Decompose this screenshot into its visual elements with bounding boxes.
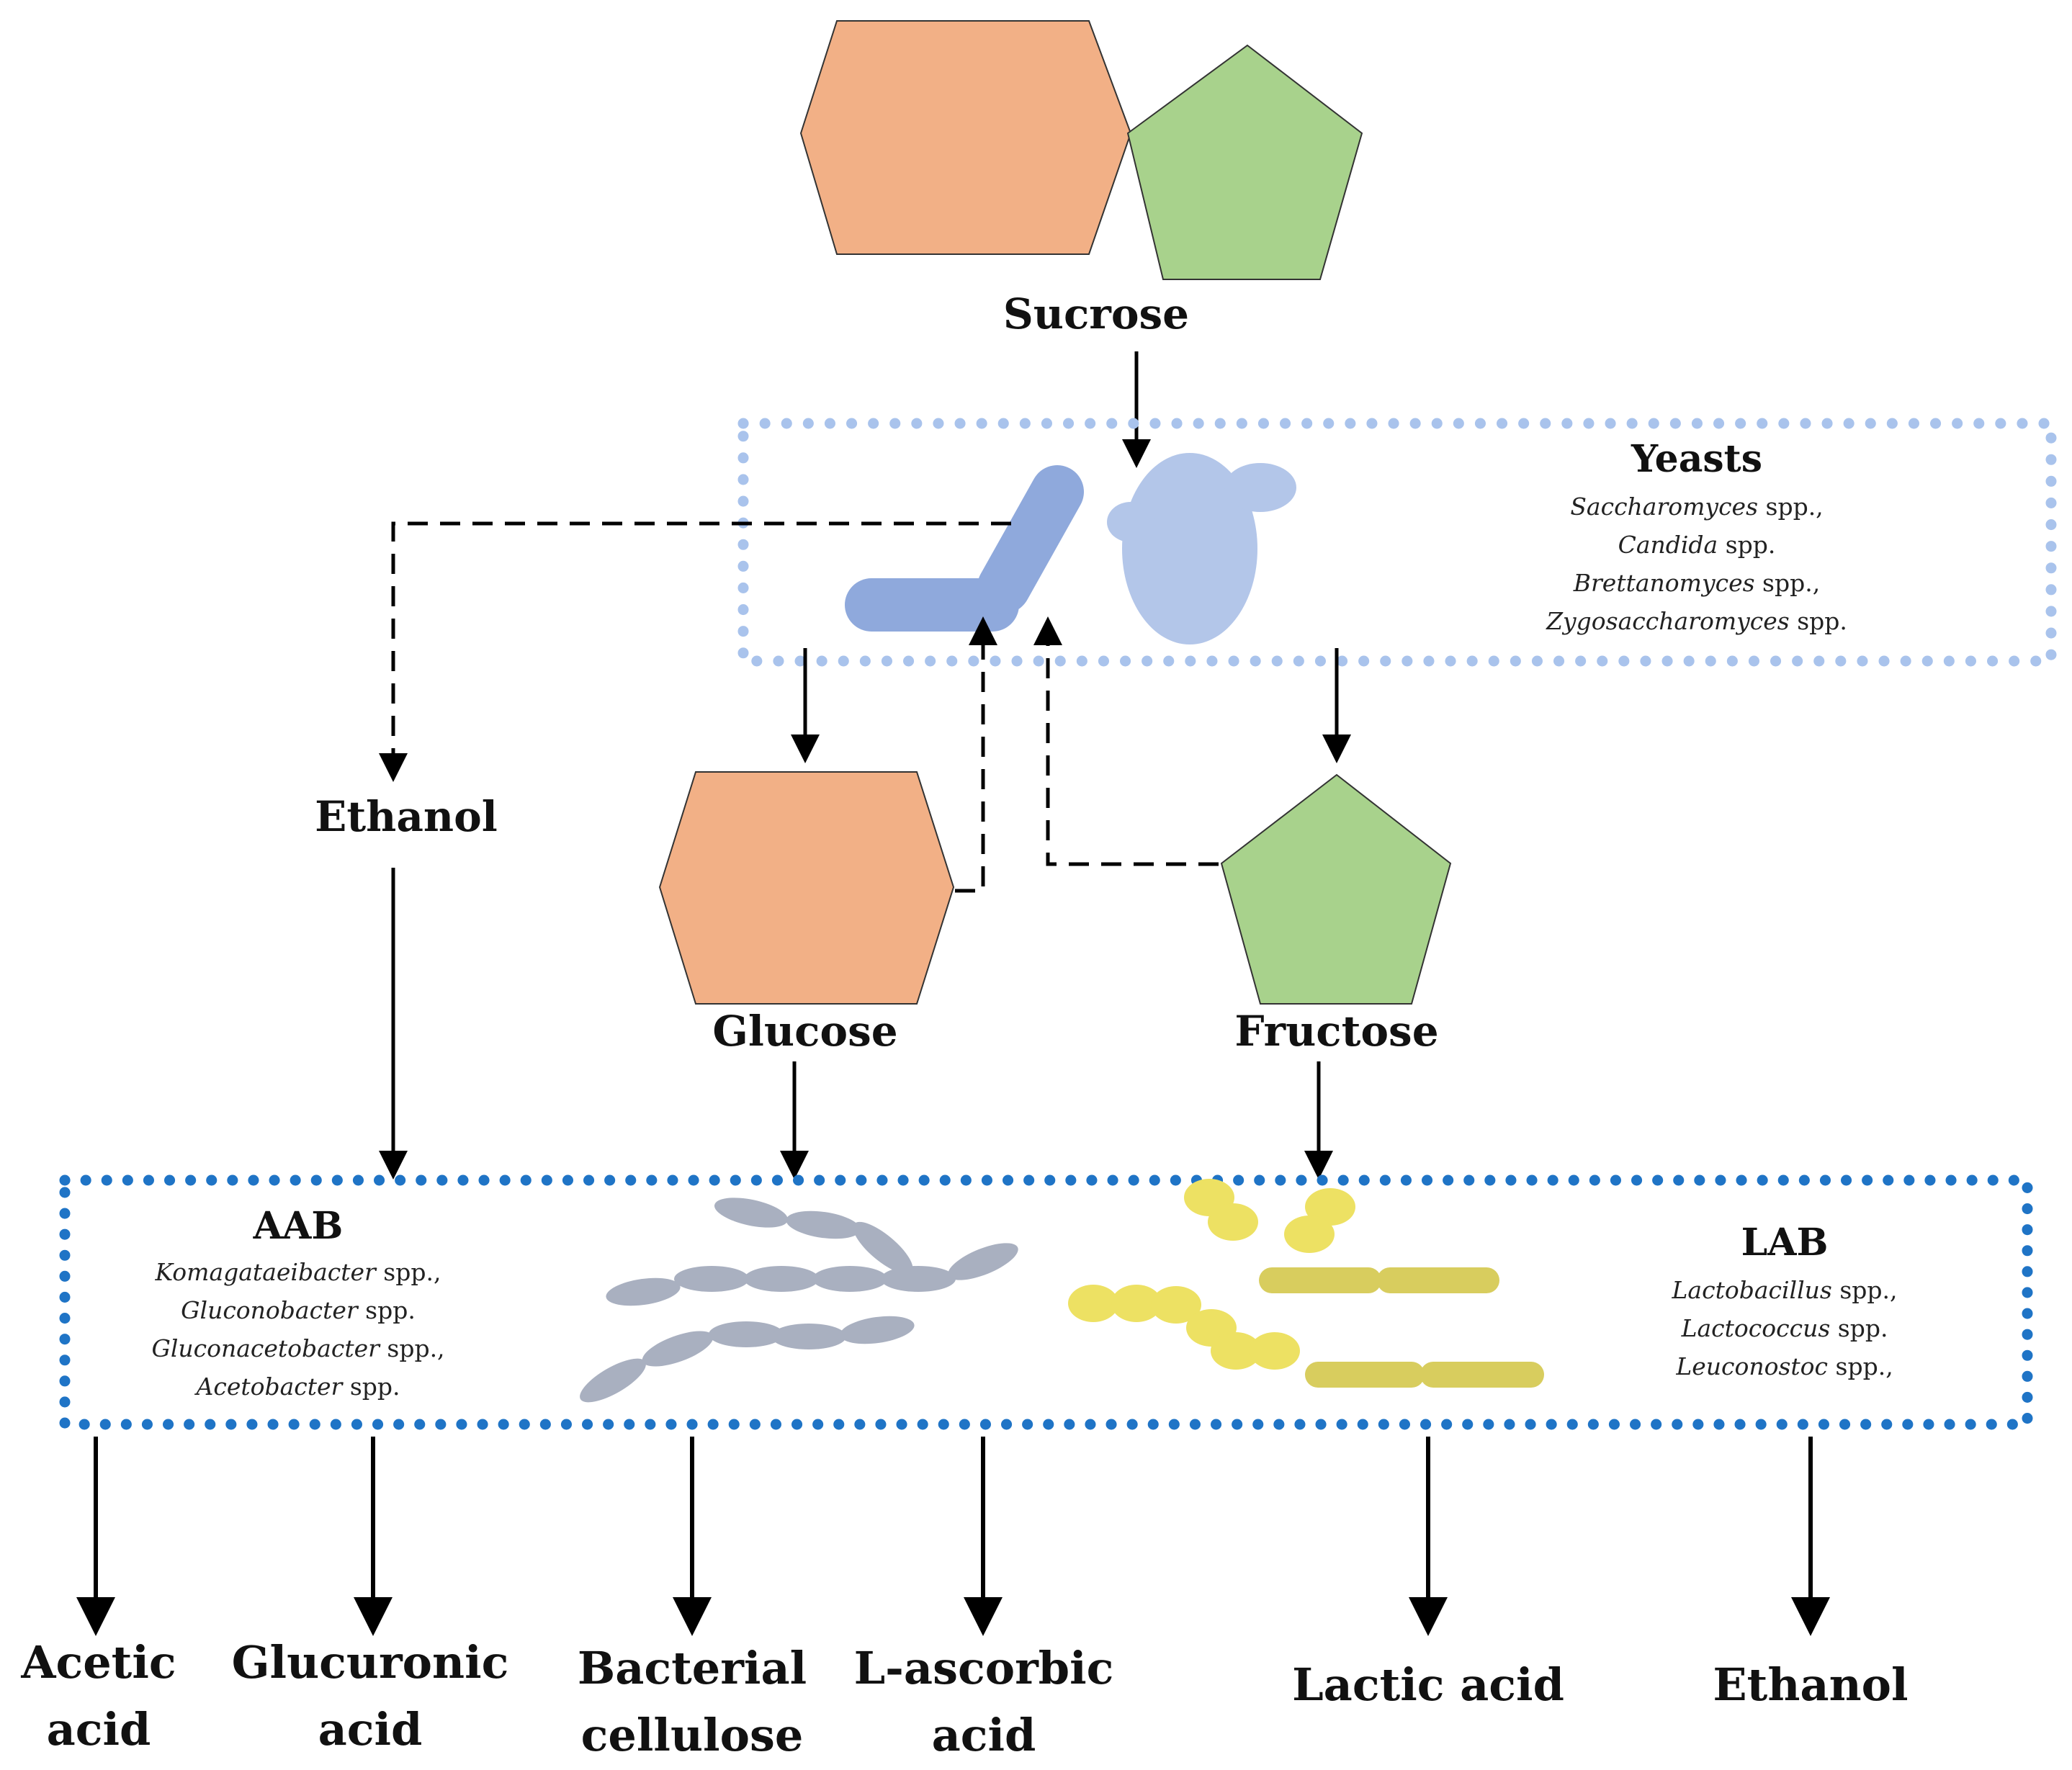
aab-cell (642, 1331, 714, 1367)
lab-rods (1259, 1267, 1544, 1388)
lab-coccus (1111, 1285, 1162, 1322)
aab-species-suffix: spp., (380, 1334, 445, 1362)
yeast-rod-cells (845, 465, 1084, 632)
yeast-species-suffix: spp., (1755, 569, 1821, 597)
aab-cell (771, 1324, 846, 1349)
yeast-species-4: Zygosaccharomyces spp. (1546, 607, 1847, 635)
lactic-acid-label: Lactic acid (1292, 1658, 1564, 1711)
aab-species-1: Komagataeibacter spp., (155, 1258, 441, 1286)
yeast-species-3: Brettanomyces spp., (1573, 569, 1820, 597)
yeast-species-genus: Brettanomyces (1573, 569, 1755, 597)
aab-cell (948, 1243, 1018, 1280)
aab-species-genus: Acetobacter (194, 1373, 344, 1401)
yeast-to-ethanol-dashed-arrow (379, 521, 1011, 782)
fructose-pentagon (1220, 773, 1452, 1005)
yeast-species-suffix: spp. (1790, 607, 1847, 635)
aab-species-suffix: spp., (376, 1258, 441, 1286)
yeast-bud-left (1107, 502, 1154, 542)
aab-bacteria-cells (580, 1198, 1018, 1403)
l-ascorbic-acid-label-line2: acid (932, 1709, 1036, 1761)
lab-species-1: Lactobacillus spp., (1672, 1276, 1898, 1304)
acetic-acid-label-line2: acid (47, 1703, 151, 1756)
l-ascorbic-acid-label-line1: L-ascorbic (854, 1642, 1114, 1694)
bacterial-cellulose-label-line1: Bacterial (578, 1642, 807, 1694)
yeasts-title: Yeasts (1631, 437, 1762, 481)
aab-cell (744, 1266, 819, 1292)
bacteria-box (59, 1174, 2033, 1430)
lab-species-suffix: spp., (1828, 1352, 1893, 1380)
lab-coccus (1250, 1332, 1300, 1370)
aab-cell (853, 1221, 913, 1275)
aab-cell (674, 1266, 749, 1292)
aab-cell (709, 1321, 784, 1347)
lab-species-genus: Lactococcus (1681, 1314, 1831, 1342)
yeast-species-suffix: spp., (1758, 493, 1824, 521)
glucose-label: Glucose (712, 1007, 897, 1056)
lab-coccus (1305, 1188, 1355, 1226)
yeast-box (737, 418, 2057, 667)
sucrose-label: Sucrose (1003, 289, 1189, 338)
glucuronic-acid-label-line2: acid (318, 1703, 423, 1756)
aab-species-suffix: spp. (358, 1296, 416, 1324)
aab-species-4: Acetobacter spp. (194, 1373, 400, 1401)
lab-species-genus: Lactobacillus (1672, 1276, 1832, 1304)
yeast-rod-diagonal (977, 465, 1084, 614)
aab-species-3: Gluconacetobacter spp., (151, 1334, 444, 1362)
lab-coccus (1284, 1216, 1335, 1253)
lab-species-suffix: spp., (1832, 1276, 1898, 1304)
lab-species-3: Leuconostoc spp., (1675, 1352, 1893, 1380)
aab-cell (580, 1358, 646, 1403)
yeast-bud-right (1224, 463, 1296, 512)
yeast-species-2: Candida spp. (1618, 531, 1776, 559)
aab-species-genus: Komagataeibacter (155, 1258, 377, 1286)
glucuronic-acid-label-line1: Glucuronic (232, 1636, 509, 1689)
lab-species-genus: Leuconostoc (1675, 1352, 1828, 1380)
fructose-to-yeast-dashed-arrow (1033, 616, 1219, 866)
aab-species-genus: Gluconobacter (181, 1296, 359, 1324)
yeast-species-1: Saccharomyces spp., (1570, 493, 1823, 521)
lab-title: LAB (1741, 1221, 1829, 1264)
sucrose-glucose-hexagon (799, 20, 1132, 255)
ethanol-intermediate-label: Ethanol (315, 792, 498, 841)
lab-species-2: Lactococcus spp. (1681, 1314, 1888, 1342)
acetic-acid-label-line1: Acetic (20, 1636, 176, 1689)
ethanol-product-label: Ethanol (1713, 1658, 1908, 1711)
aab-legend: AAB Komagataeibacter spp., Gluconobacter … (151, 1204, 444, 1401)
glucose-to-yeast-dashed-arrow (955, 616, 997, 893)
aab-species-genus: Gluconacetobacter (151, 1334, 381, 1362)
yeast-species-genus: Zygosaccharomyces (1546, 607, 1790, 635)
aab-title: AAB (253, 1204, 344, 1248)
aab-cell (714, 1198, 789, 1228)
yeasts-legend: Yeasts Saccharomyces spp., Candida spp. Br… (1546, 437, 1847, 635)
yeast-species-genus: Candida (1618, 531, 1718, 559)
aab-cell (606, 1277, 681, 1306)
lab-coccus (1211, 1332, 1261, 1370)
aab-cell (786, 1210, 861, 1239)
lab-cocci (1068, 1179, 1355, 1370)
yeast-budding-cell (1107, 453, 1296, 644)
aab-species-suffix: spp. (342, 1373, 400, 1401)
lab-legend: LAB Lactobacillus spp.,Lactococcus spp.L… (1672, 1221, 1898, 1380)
aab-species-2: Gluconobacter spp. (181, 1296, 416, 1324)
aab-cell (881, 1266, 956, 1292)
sucrose-fructose-pentagon (1126, 44, 1363, 280)
lab-coccus (1068, 1285, 1118, 1322)
yeast-species-suffix: spp. (1718, 531, 1775, 559)
lab-coccus (1208, 1203, 1258, 1241)
bacterial-cellulose-label-line2: cellulose (581, 1709, 804, 1761)
aab-cell (812, 1266, 887, 1292)
yeast-species-genus: Saccharomyces (1570, 493, 1758, 521)
aab-cell (840, 1316, 915, 1344)
lab-coccus (1151, 1286, 1201, 1324)
glucose-hexagon (658, 771, 955, 1005)
yeast-cell-body (1122, 453, 1257, 644)
lab-species-suffix: spp. (1830, 1314, 1888, 1342)
fructose-label: Fructose (1234, 1007, 1438, 1056)
